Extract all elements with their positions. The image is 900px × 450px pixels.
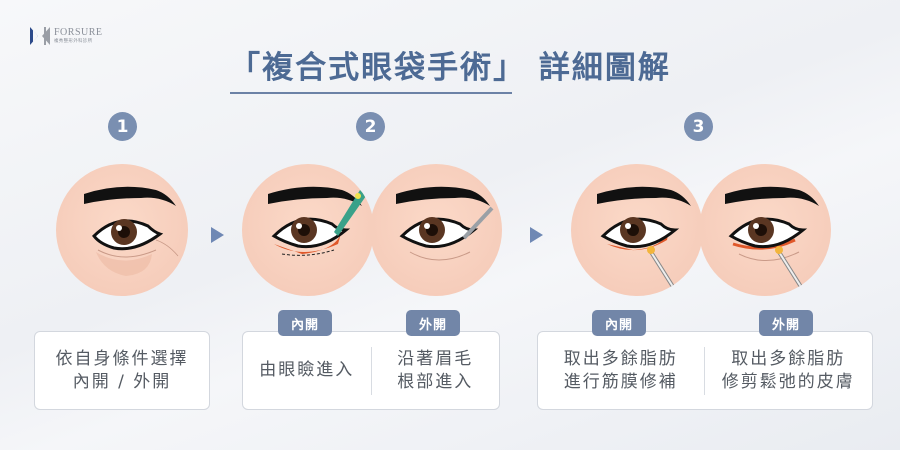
step-3-inner-line-1: 取出多餘脂肪 (563, 348, 678, 369)
title-open-quote: 「 (229, 50, 263, 86)
title-underline (230, 92, 512, 94)
step-3-divider (703, 346, 705, 395)
step-1-description-box: 依自身條件選擇 內開 / 外開 (34, 331, 210, 410)
outer-incision-illustration (370, 164, 502, 296)
step-1-line-2: 內開 / 外開 (72, 371, 172, 392)
step-3-description-box: 取出多餘脂肪 進行筋膜修補 取出多餘脂肪 修剪鬆弛的皮膚 (537, 331, 873, 410)
step-2-outer-line-1: 沿著眉毛 (397, 348, 474, 369)
step-3-inner-line-2: 進行筋膜修補 (563, 371, 678, 392)
fat-removal-inner-illustration (571, 164, 703, 296)
logo-subtitle: 複秀整形外科診所 (54, 38, 93, 44)
logo-name: FORSURE (54, 26, 103, 38)
arrow-right-icon (211, 227, 224, 243)
logo-mark-icon (30, 27, 50, 45)
step-2-inner-line-1: 由眼瞼進入 (259, 360, 355, 380)
fat-removal-outer-illustration (699, 164, 831, 296)
title-close-quote: 」 (493, 50, 527, 86)
step-2-divider (370, 346, 372, 395)
step-2-outer-line-2: 根部進入 (397, 371, 474, 392)
title-suffix: 詳細圖解 (526, 50, 671, 86)
eye-bags-illustration (56, 164, 188, 296)
step-3-outer-text: 取出多餘脂肪 修剪鬆弛的皮膚 (705, 348, 873, 394)
step-2-inner-badge: 內開 (278, 310, 332, 336)
step-3-inner-text: 取出多餘脂肪 進行筋膜修補 (538, 348, 704, 394)
step-1-number: 1 (108, 112, 137, 141)
step-3-outer-line-1: 取出多餘脂肪 (731, 348, 846, 369)
inner-incision-illustration (242, 164, 374, 296)
step-2-description-box: 由眼瞼進入 沿著眉毛 根部進入 (242, 331, 500, 410)
step-3-outer-badge: 外開 (759, 310, 813, 336)
step-2-outer-text: 沿著眉毛 根部進入 (372, 348, 500, 394)
page-title: 「複合式眼袋手術」 詳細圖解 (0, 42, 900, 87)
step-3-inner-badge: 內開 (592, 310, 646, 336)
step-2-number: 2 (356, 112, 385, 141)
step-3-number: 3 (684, 112, 713, 141)
step-3-outer-line-2: 修剪鬆弛的皮膚 (721, 371, 855, 392)
step-2-inner-text: 由眼瞼進入 (243, 359, 371, 382)
title-main: 複合式眼袋手術 (262, 50, 494, 86)
arrow-right-icon (530, 227, 543, 243)
step-1-line-1: 依自身條件選擇 (55, 348, 189, 369)
step-2-outer-badge: 外開 (406, 310, 460, 336)
brand-logo: FORSURE 複秀整形外科診所 (30, 25, 103, 47)
